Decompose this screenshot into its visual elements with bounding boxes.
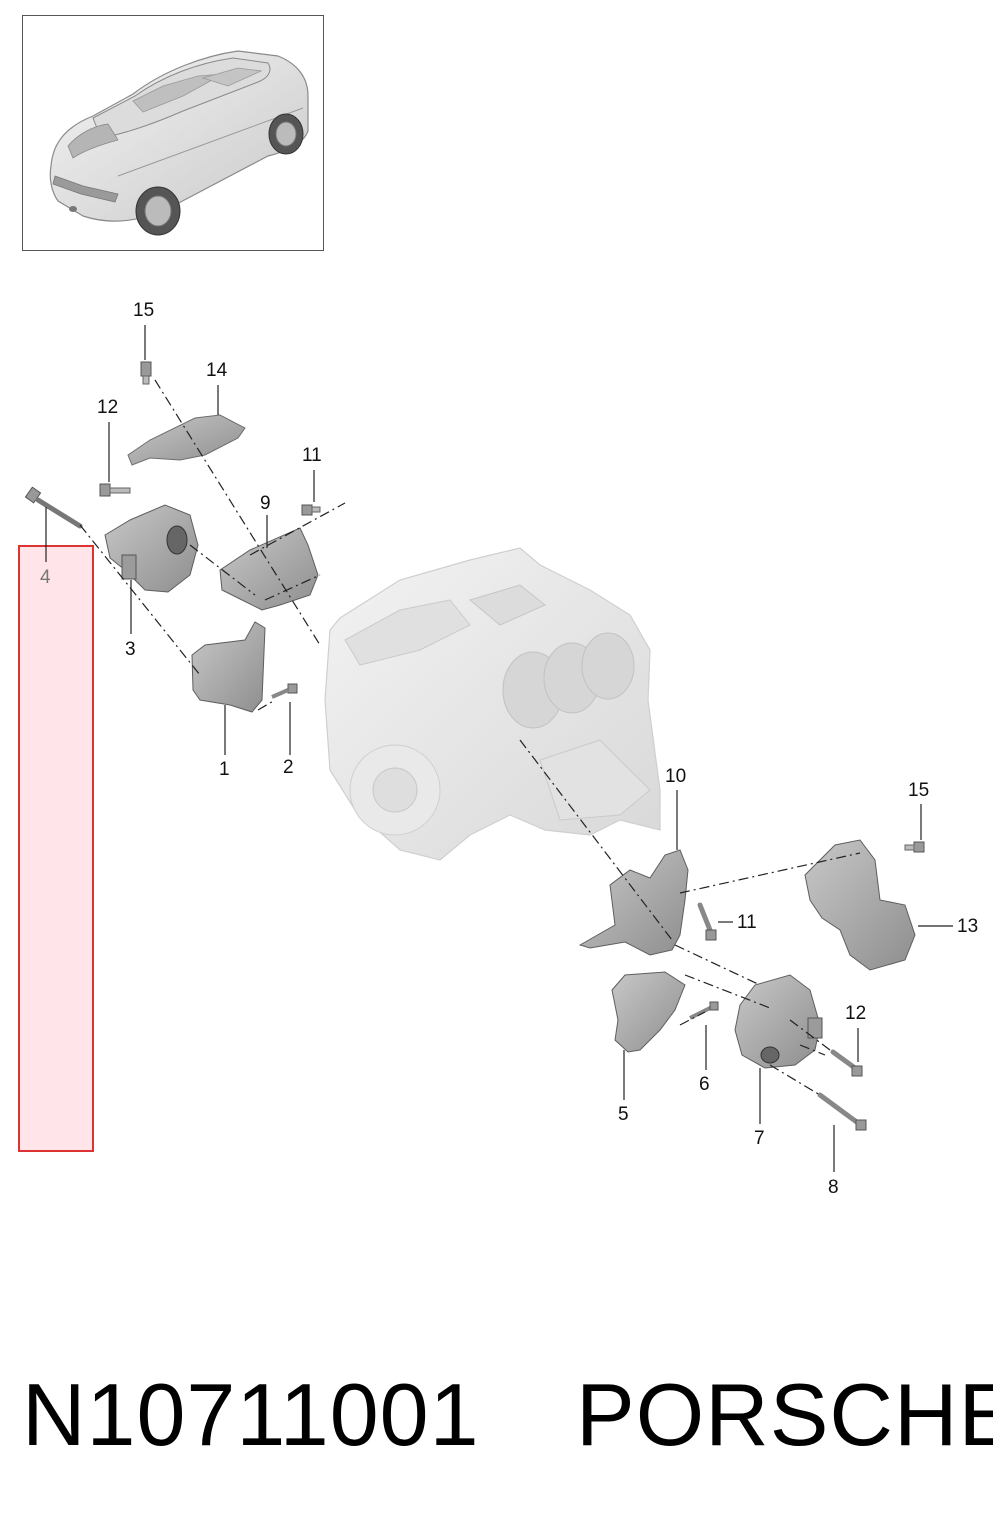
engine-mount-diagram	[24, 325, 953, 1172]
callout-10[interactable]: 10	[665, 766, 687, 787]
bolt-part-11-lower[interactable]	[697, 902, 717, 941]
bracket-part-1[interactable]	[191, 621, 266, 713]
brand-name: PORSCHE	[576, 1365, 993, 1464]
callout-4[interactable]: 4	[40, 567, 51, 588]
callout-12-lower[interactable]: 12	[845, 1003, 867, 1024]
callout-3[interactable]: 3	[125, 639, 136, 660]
callout-1[interactable]: 1	[219, 759, 230, 780]
engine-block	[324, 547, 661, 861]
callout-11-lower[interactable]: 11	[737, 912, 757, 933]
bracket-part-9[interactable]	[219, 527, 319, 611]
callout-15-upper[interactable]: 15	[133, 300, 155, 321]
callout-9[interactable]: 9	[260, 493, 271, 514]
engine-mount-part-3[interactable]	[104, 504, 199, 593]
callout-13[interactable]: 13	[957, 916, 979, 937]
heat-shield-part-14[interactable]	[127, 414, 246, 466]
callout-5[interactable]: 5	[618, 1104, 629, 1125]
callout-2[interactable]: 2	[283, 757, 294, 778]
part-number: N10711001	[22, 1365, 480, 1464]
engine-mount-part-7[interactable]	[734, 974, 823, 1069]
callout-leaders	[45, 325, 953, 1172]
heat-shield-part-13[interactable]	[804, 839, 916, 971]
bolt-part-11-upper[interactable]	[301, 504, 321, 516]
bolt-part-6[interactable]	[689, 1001, 719, 1020]
bolt-part-15-lower[interactable]	[904, 841, 925, 853]
bolt-part-4[interactable]	[24, 486, 83, 529]
vehicle-thumbnail	[22, 15, 324, 251]
bolt-part-2[interactable]	[271, 683, 298, 699]
selected-part-highlight[interactable]	[18, 545, 94, 1152]
callout-12-upper[interactable]: 12	[97, 397, 119, 418]
callout-7[interactable]: 7	[754, 1128, 765, 1149]
callout-15-lower[interactable]: 15	[908, 780, 930, 801]
callout-6[interactable]: 6	[699, 1074, 710, 1095]
car-suv-icon	[49, 50, 309, 236]
assembly-lines	[79, 379, 861, 1096]
bolt-part-15-upper[interactable]	[140, 361, 152, 385]
bolt-part-8[interactable]	[817, 1092, 867, 1131]
bolt-part-12-lower[interactable]	[830, 1049, 863, 1077]
bolt-part-12-upper[interactable]	[99, 483, 131, 497]
callout-11-upper[interactable]: 11	[302, 445, 322, 466]
bracket-part-5[interactable]	[611, 971, 686, 1053]
callout-8[interactable]: 8	[828, 1177, 839, 1198]
callout-14[interactable]: 14	[206, 360, 228, 381]
bracket-part-10[interactable]	[578, 849, 689, 956]
